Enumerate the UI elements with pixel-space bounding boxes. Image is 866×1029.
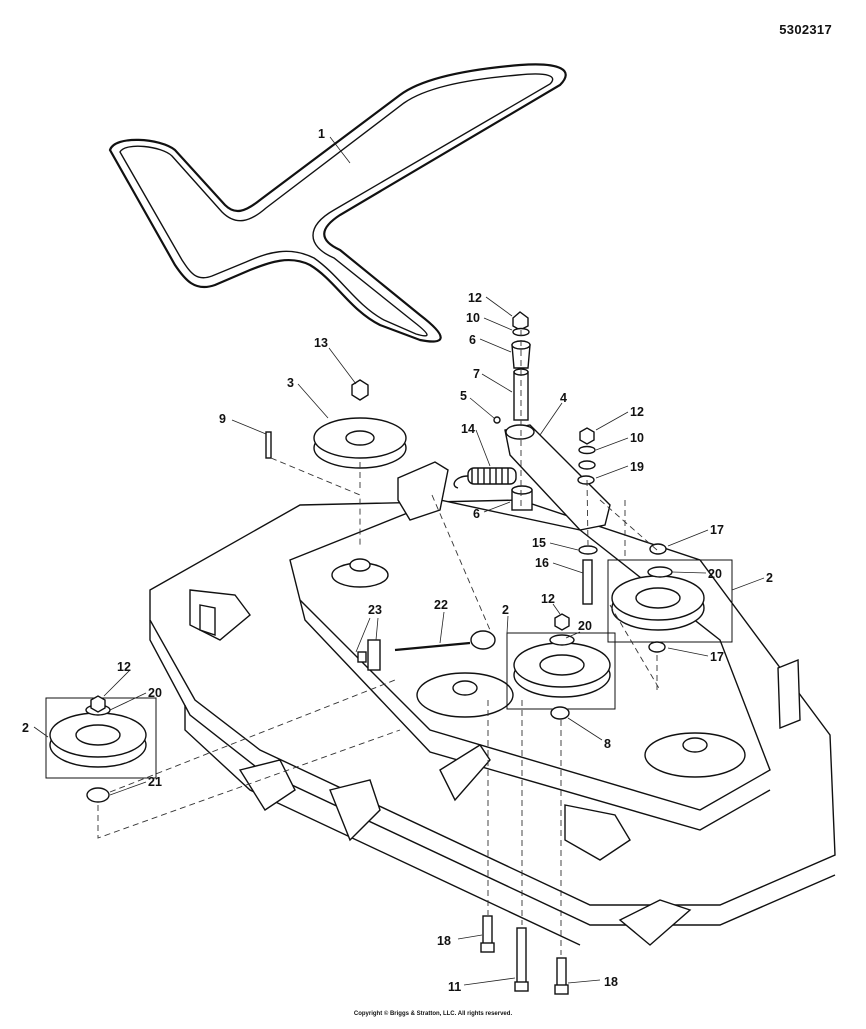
callout-label: 19	[630, 460, 644, 474]
callout-label: 9	[219, 412, 226, 426]
copyright-notice: Copyright © Briggs & Stratton, LLC. All …	[353, 1011, 513, 1017]
callout-label: 18	[437, 934, 451, 948]
callout-5: 5	[460, 389, 495, 419]
callout-16: 16	[535, 556, 584, 574]
callout-22: 22	[434, 598, 448, 644]
callout-label: 7	[473, 367, 480, 381]
callout-4: 4	[539, 391, 567, 436]
callout-13: 13	[314, 336, 357, 385]
callout-label: 12	[117, 660, 131, 674]
callout-label: 14	[461, 422, 475, 436]
callout-19: 19	[595, 460, 644, 479]
callout-label: 6	[469, 333, 476, 347]
callout-label: 17	[710, 650, 724, 664]
callout-label: 16	[535, 556, 549, 570]
idler-hardware-stack	[493, 311, 531, 424]
idler-pulley-left	[45, 695, 157, 803]
callout-23: 23	[355, 603, 382, 653]
callout-2-right: 2	[731, 571, 773, 591]
callout-label: 20	[148, 686, 162, 700]
callout-label: 18	[604, 975, 618, 989]
callout-label: 21	[148, 775, 162, 789]
bolts	[480, 915, 569, 995]
callout-2-left: 2	[22, 721, 49, 738]
callout-2-center: 2	[502, 603, 509, 634]
callout-label: 22	[434, 598, 448, 612]
callout-20-center: 20	[565, 619, 592, 639]
callout-label: 2	[22, 721, 29, 735]
callout-label: 10	[630, 431, 644, 445]
callout-label: 23	[368, 603, 382, 617]
part-number: 5302317	[779, 22, 832, 37]
callout-12-center: 12	[541, 592, 561, 615]
tension-spring	[453, 467, 517, 489]
callout-17-bottom: 17	[667, 647, 724, 664]
idler-pulley-right	[577, 427, 733, 653]
callout-12-left: 12	[103, 660, 131, 697]
callout-label: 3	[287, 376, 294, 390]
callout-label: 4	[560, 391, 567, 405]
callout-20-right: 20	[671, 567, 722, 581]
callout-label: 12	[468, 291, 482, 305]
callout-label: 12	[541, 592, 555, 606]
callout-label: 2	[502, 603, 509, 617]
pulley-3	[313, 379, 407, 469]
idler-arm	[504, 424, 611, 531]
idler-pulley-center	[506, 613, 616, 720]
adjustment-rod	[357, 630, 496, 671]
callout-label: 12	[630, 405, 644, 419]
callout-label: 1	[318, 127, 325, 141]
callout-1: 1	[318, 127, 351, 164]
callout-20-left: 20	[109, 686, 162, 711]
drive-belt	[108, 63, 567, 343]
callout-8: 8	[567, 717, 611, 751]
callout-label: 11	[448, 980, 461, 994]
callout-label: 5	[460, 389, 467, 403]
callout-label: 20	[578, 619, 592, 633]
callout-6-top: 6	[469, 333, 512, 353]
callout-10-right: 10	[595, 431, 644, 451]
callout-15: 15	[532, 536, 579, 551]
callout-6-mid: 6	[473, 501, 511, 521]
callout-3: 3	[287, 376, 329, 419]
callout-14: 14	[461, 422, 491, 467]
callout-18-right: 18	[567, 975, 618, 989]
callout-label: 15	[532, 536, 546, 550]
callout-9: 9	[219, 412, 267, 435]
callout-label: 20	[708, 567, 722, 581]
callout-12-right: 12	[595, 405, 644, 431]
callout-10-top: 10	[466, 311, 513, 331]
callout-18-left: 18	[437, 934, 483, 948]
callout-label: 8	[604, 737, 611, 751]
callout-12-top: 12	[468, 291, 513, 317]
callout-11: 11	[448, 977, 516, 994]
mount-bracket	[265, 431, 449, 521]
callout-7: 7	[473, 367, 513, 393]
callout-label: 10	[466, 311, 480, 325]
callout-label: 13	[314, 336, 328, 350]
callout-17-top: 17	[667, 523, 724, 547]
callout-label: 6	[473, 507, 480, 521]
alignment-lines	[97, 330, 661, 955]
callout-label: 17	[710, 523, 724, 537]
callout-21: 21	[109, 775, 162, 796]
callout-label: 2	[766, 571, 773, 585]
